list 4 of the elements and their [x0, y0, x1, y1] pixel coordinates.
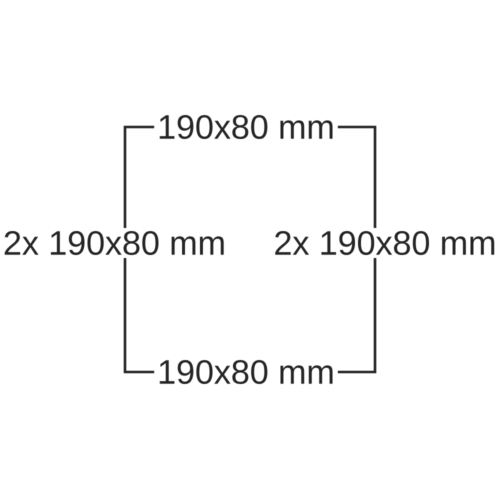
dimension-label: 190x80 mm — [154, 356, 338, 388]
dimension-label: 2x 190x80 mm — [270, 228, 500, 258]
dimension-label: 2x 190x80 mm — [0, 228, 229, 258]
dimension-label: 190x80 mm — [154, 112, 338, 142]
